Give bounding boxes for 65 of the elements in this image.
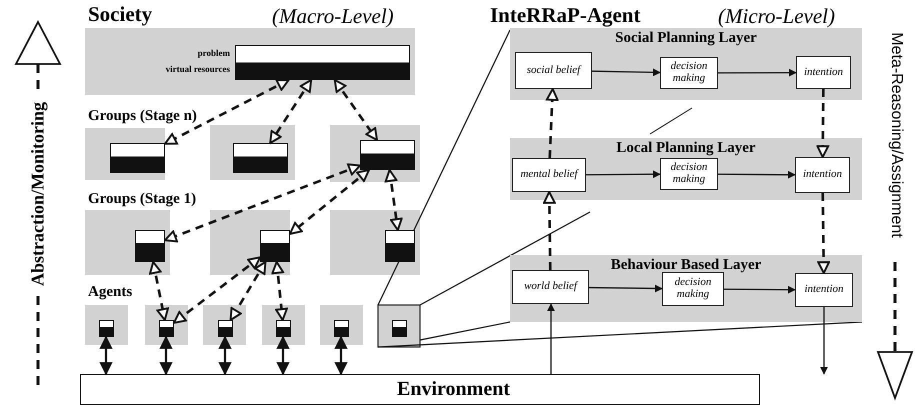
- process-box: mental belief: [512, 158, 586, 192]
- dashed-arrow: [334, 79, 378, 141]
- arrow: [718, 170, 796, 179]
- dashed-arrow: [546, 88, 559, 158]
- arrow: [718, 68, 797, 77]
- dashed-arrow: [271, 261, 288, 321]
- arrow: [99, 336, 113, 376]
- process-box: intention: [795, 273, 853, 307]
- dashed-arrow: [164, 163, 361, 242]
- layer-heading: Social Planning Layer: [614, 30, 758, 47]
- arrow: [586, 170, 661, 178]
- resource-bar: [218, 320, 233, 337]
- arrow: [334, 336, 348, 376]
- arrow: [159, 336, 173, 376]
- resource-bar: [135, 230, 165, 262]
- dashed-arrow: [149, 261, 169, 321]
- section-label: (Macro-Level): [272, 4, 394, 29]
- resource-bar: [385, 230, 415, 262]
- resource-bar: [334, 320, 349, 337]
- bar-label: problem: [198, 48, 230, 58]
- section-label: Groups (Stage 1): [88, 191, 196, 208]
- dashed-arrow: [542, 191, 556, 270]
- resource-bar: [392, 320, 407, 337]
- bar-label: virtual resources: [166, 64, 230, 74]
- process-box: world belief: [512, 270, 589, 304]
- dashed-arrow: [173, 256, 261, 324]
- dashed-arrow: [229, 261, 267, 321]
- resource-bar: [159, 320, 174, 337]
- dashed-arrow: [269, 79, 312, 144]
- section-label: Groups (Stage n): [88, 108, 197, 125]
- arrow: [820, 307, 828, 375]
- environment-box: [80, 374, 760, 405]
- resource-bar: [260, 230, 290, 262]
- dashed-arrow: [384, 169, 403, 231]
- resource-bar: [110, 143, 165, 173]
- process-box: social belief: [515, 52, 592, 89]
- layer-band: [510, 138, 862, 200]
- layer-band: [510, 255, 862, 322]
- process-box: decision making: [660, 158, 718, 190]
- resource-bar: [233, 143, 288, 173]
- layer-heading: Behaviour Based Layer: [610, 257, 762, 274]
- arrow: [724, 286, 796, 294]
- layer-heading: Local Planning Layer: [615, 140, 757, 157]
- arrow: [276, 336, 290, 376]
- resource-bar: [99, 320, 114, 337]
- dashed-arrow: [817, 192, 830, 274]
- section-label: (Micro-Level): [718, 4, 835, 29]
- arrow: [547, 303, 555, 374]
- arrow: [218, 336, 232, 376]
- arrow: [592, 68, 661, 76]
- dashed-arrow: [289, 168, 370, 235]
- section-label: InteRRaP-Agent: [490, 3, 640, 28]
- resource-bar: [360, 140, 415, 170]
- process-box: decision making: [660, 57, 718, 89]
- layer-band: [510, 28, 862, 100]
- section-label: Society: [88, 2, 152, 27]
- process-box: intention: [796, 56, 851, 89]
- dashed-arrow: [164, 78, 290, 145]
- section-label: Agents: [88, 284, 132, 301]
- process-box: decision making: [662, 272, 724, 306]
- resource-bar: [276, 320, 291, 337]
- process-box: intention: [795, 157, 850, 193]
- environment-label: Environment: [397, 378, 510, 401]
- dashed-arrow: [816, 88, 830, 158]
- arrow: [589, 284, 663, 292]
